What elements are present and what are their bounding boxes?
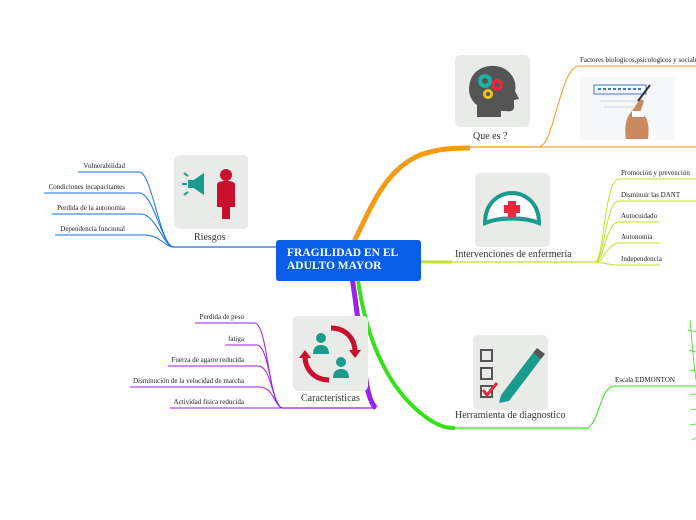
list-item[interactable]: Disminución de la velocidad de marcha [133, 377, 244, 385]
list-item[interactable]: Escala EDMONTON [615, 376, 675, 384]
nurse-cap-icon [475, 173, 550, 247]
central-topic-line-1: FRAGILIDAD EN EL [287, 247, 399, 259]
hand-drawing-image [580, 77, 675, 140]
list-item[interactable]: fatiga [228, 335, 244, 343]
branch-title-caracteristicas[interactable]: Características [301, 393, 360, 404]
head-gears-icon [455, 55, 530, 127]
list-item[interactable]: Disminuir las DANT [621, 191, 681, 199]
megaphone-person-icon [174, 155, 248, 229]
branch-title-riesgos[interactable]: Riesgos [194, 232, 226, 243]
list-item[interactable]: Perdida de peso [199, 313, 244, 321]
list-item[interactable]: Vulnerabilidad [83, 162, 125, 170]
list-item[interactable]: Autonomia [621, 233, 653, 241]
connector-que-es [349, 145, 471, 248]
list-item[interactable]: Factores biologicos,psicologicos y socia… [580, 56, 696, 64]
connector-herramienta [354, 261, 456, 430]
list-item[interactable]: Actividad fisica reducida [173, 398, 244, 406]
branch-title-intervenciones[interactable]: Intervenciones de enfermería [455, 249, 572, 260]
list-item[interactable]: Promoción y prevención [621, 169, 690, 177]
central-topic-line-2: ADULTO MAYOR [287, 260, 382, 272]
branch-title-que-es[interactable]: Que es ? [473, 131, 508, 142]
people-cycle-icon [293, 316, 368, 391]
connector-que-es-item [539, 65, 696, 148]
branch-title-herramienta[interactable]: Herramienta de diagnostico [455, 410, 566, 421]
checklist-pen-icon [473, 335, 548, 410]
list-item[interactable]: Fuerza de agarre reducida [171, 356, 244, 364]
list-item[interactable]: Autocuidado [621, 212, 658, 220]
list-item[interactable]: Condiciones incapacitantes [48, 183, 125, 191]
central-topic[interactable]: FRAGILIDAD EN EL ADULTO MAYOR [276, 240, 421, 281]
list-item[interactable]: Independencia [621, 255, 662, 263]
list-item[interactable]: Perdida de la autonomia [57, 204, 125, 212]
list-item[interactable]: Dependencia funcional [60, 225, 125, 233]
